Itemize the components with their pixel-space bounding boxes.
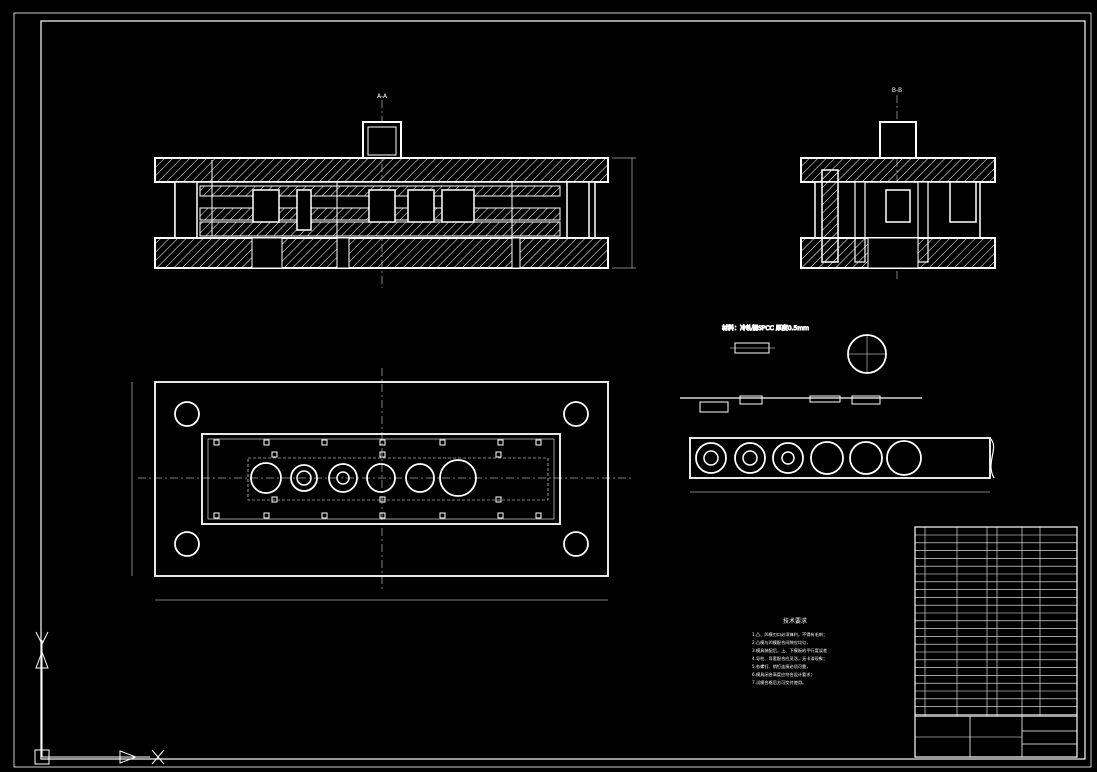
section-aa-label: A-A — [377, 93, 388, 100]
tech-req-title: 技术要求 — [783, 617, 807, 625]
title-block — [914, 526, 1078, 758]
tech-req-line: 7.试模合格后方可交付使用。 — [752, 679, 806, 686]
tech-req-line: 2.凸模与凹模配合间隙应均匀， — [752, 639, 810, 646]
guide-hole — [174, 531, 200, 557]
drawing-frame — [13, 12, 1092, 768]
material-note: 材料：冷轧钢SPCC 厚度0.5mm — [722, 324, 809, 332]
lower-plate-outline — [154, 381, 609, 577]
guide-hole — [563, 531, 589, 557]
section-bb-label: B-B — [892, 87, 902, 94]
guide-hole — [563, 401, 589, 427]
ucs-axis-icon — [34, 631, 165, 765]
tech-req-line: 4.导柱、导套配合应灵活，无卡滞现象； — [752, 655, 827, 662]
tech-req-line: 5.各螺钉、销钉连接必须可靠， — [752, 663, 810, 670]
front-section-view: A-A — [154, 93, 636, 288]
part-views: 材料：冷轧钢SPCC 厚度0.5mm — [680, 324, 995, 493]
tech-req-line: 1.凸、凹模刃口必须锋利，不得有毛刺； — [752, 631, 827, 638]
technical-requirements: 技术要求 1.凸、凹模刃口必须锋利，不得有毛刺； 2.凸模与凹模配合间隙应均匀，… — [752, 617, 827, 686]
tech-req-line: 3.模具装配后，上、下模板的平行度误差 — [752, 647, 827, 654]
lower-die-plate — [154, 237, 609, 269]
tech-req-line: 6.模具闭合高度应符合设计要求； — [752, 671, 815, 678]
plan-view — [131, 368, 632, 601]
strip-layout — [689, 437, 991, 479]
upper-die-plate — [154, 157, 609, 183]
guide-hole — [174, 401, 200, 427]
side-section-view: B-B — [800, 87, 996, 280]
